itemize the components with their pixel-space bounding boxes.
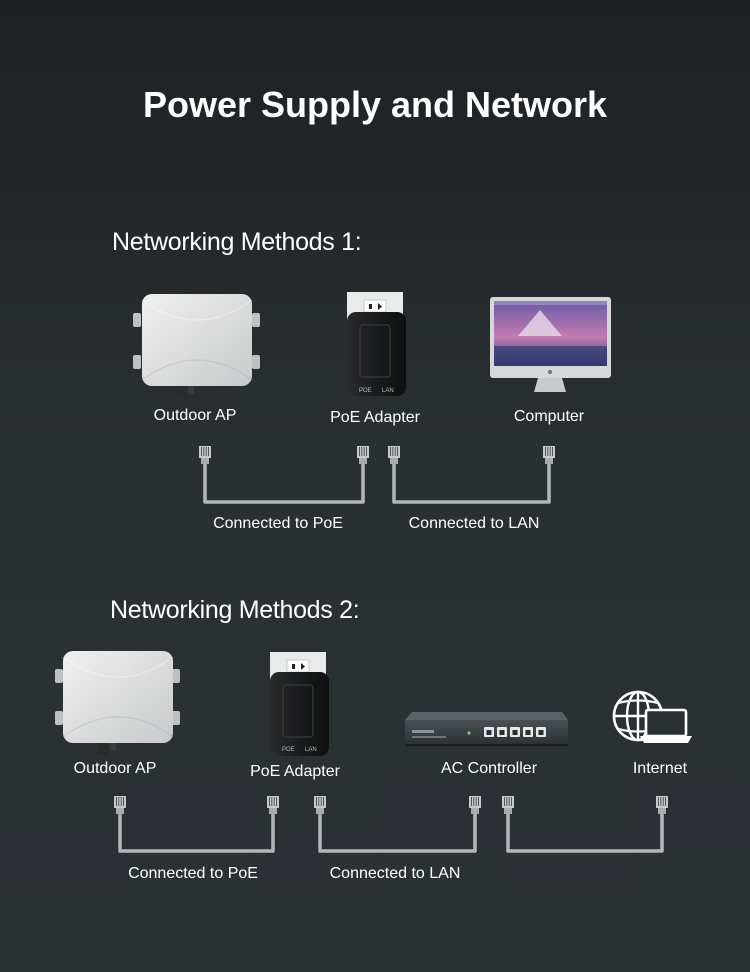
poe-adapter-icon: POE LAN (270, 652, 329, 756)
method2-conn-poe-label: Connected to PoE (128, 865, 258, 882)
cable-poe-to-controller-2 (313, 795, 482, 853)
method2-ap-label: Outdoor AP (73, 760, 157, 777)
method1-conn-lan-label: Connected to LAN (408, 515, 540, 532)
outdoor-ap-icon (55, 651, 180, 755)
method2-controller-label: AC Controller (440, 760, 538, 777)
method1-conn-poe-label: Connected to PoE (213, 515, 343, 532)
outdoor-ap-icon (133, 294, 260, 398)
cable-poe-to-computer-1 (387, 445, 556, 504)
poe-adapter-icon: POE LAN (347, 292, 406, 396)
lan-port-label: LAN (382, 388, 394, 394)
computer-icon (490, 297, 611, 392)
method2-internet-label: Internet (632, 760, 688, 777)
page-title: Power Supply and Network (142, 84, 608, 125)
ac-controller-icon (405, 712, 568, 746)
method1-computer-label: Computer (513, 408, 585, 425)
method1-heading: Networking Methods 1: (112, 228, 362, 256)
method1-ap-label: Outdoor AP (153, 407, 237, 424)
lan-port-label: LAN (305, 747, 317, 753)
method2-conn-lan-label: Connected to LAN (329, 865, 461, 882)
internet-icon (612, 690, 692, 743)
poe-port-label: POE (282, 747, 295, 753)
cable-ap-to-poe-2 (113, 795, 280, 853)
method1-poe-label: PoE Adapter (330, 409, 420, 426)
cable-controller-to-internet-2 (501, 795, 669, 853)
cable-ap-to-poe-1 (198, 445, 370, 504)
method2-poe-label: PoE Adapter (250, 763, 340, 780)
poe-port-label: POE (359, 388, 372, 394)
method2-heading: Networking Methods 2: (110, 596, 360, 624)
